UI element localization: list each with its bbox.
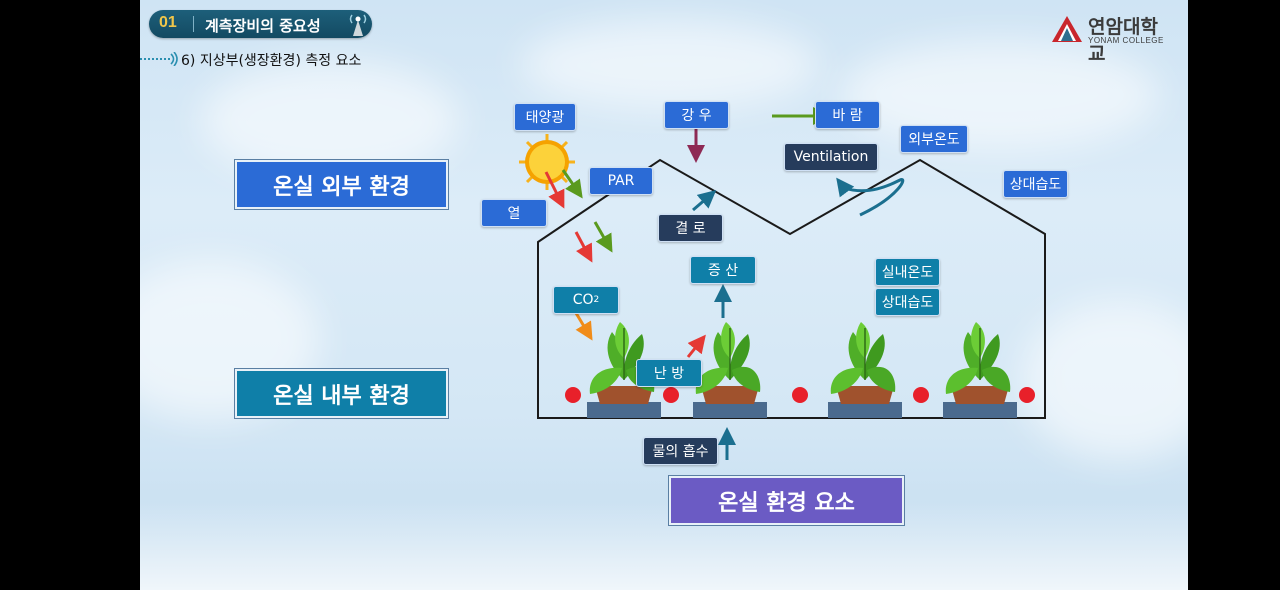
wind-tag: 바 람 (815, 101, 880, 129)
co2-label: CO (573, 292, 594, 308)
plant-4 (946, 322, 1011, 394)
greenhouse-diagram (140, 0, 1188, 590)
inside-temperature-tag: 실내온도 (875, 258, 940, 286)
condensation-tag: 결 로 (658, 214, 723, 242)
transpiration-tag: 증 산 (690, 256, 756, 284)
ventilation-tag: Ventilation (784, 143, 878, 171)
outside-temperature-tag: 외부온도 (900, 125, 968, 153)
co2-subscript: 2 (594, 295, 600, 305)
sunlight-tag: 태양광 (514, 103, 576, 131)
plant-3 (831, 322, 896, 394)
heat-tag: 열 (481, 199, 547, 227)
rain-tag: 강 우 (664, 101, 729, 129)
sun-icon (519, 134, 575, 190)
par-tag: PAR (589, 167, 653, 195)
outside-humidity-tag: 상대습도 (1003, 170, 1068, 198)
heating-tag: 난 방 (636, 359, 702, 387)
plant-2 (696, 322, 761, 394)
water-uptake-tag: 물의 흡수 (643, 437, 718, 465)
inside-humidity-tag: 상대습도 (875, 288, 940, 316)
slide: 01 계측장비의 중요성 6) 지상부(생장환경) 측정 요소 연암대학교 YO… (140, 0, 1188, 590)
